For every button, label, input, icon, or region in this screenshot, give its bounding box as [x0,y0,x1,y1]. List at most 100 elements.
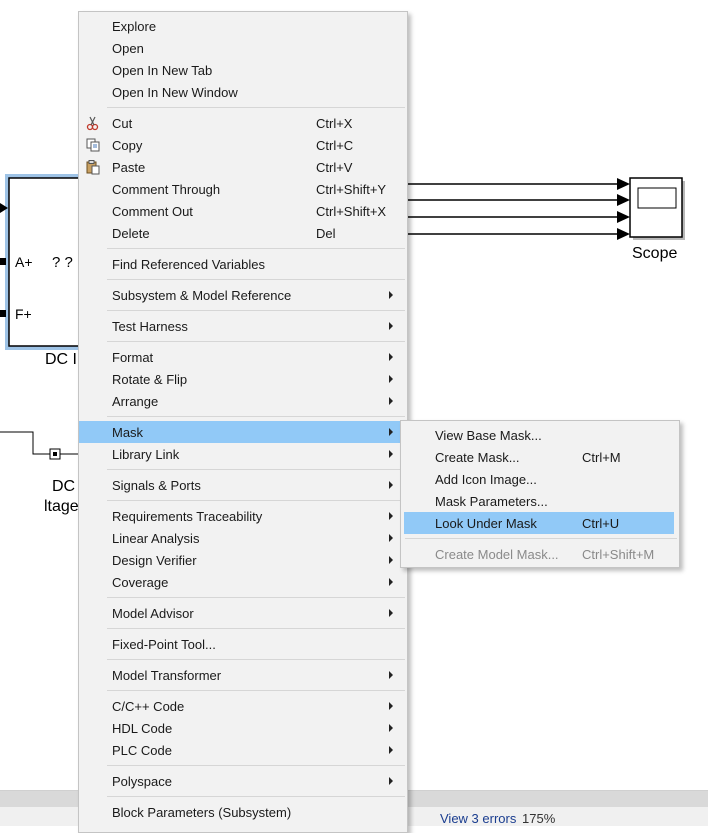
menu-item-label: Block Parameters (Subsystem) [112,805,292,820]
menu-item-paste[interactable]: Paste Ctrl+V [79,156,407,178]
menu-item-label: Subsystem & Model Reference [112,288,292,303]
menu-item-cut[interactable]: Cut Ctrl+X [79,112,407,134]
menu-item-c-cpp-code[interactable]: C/C++ Code [79,695,407,717]
chevron-right-icon [389,322,393,330]
chevron-right-icon [389,291,393,299]
chevron-right-icon [389,450,393,458]
menu-item-find-referenced-variables[interactable]: Find Referenced Variables [79,253,407,275]
submenu-item-mask-parameters[interactable]: Mask Parameters... [401,490,679,512]
menu-item-shortcut: Ctrl+M [582,450,621,465]
menu-item-label: HDL Code [112,721,173,736]
menu-item-design-verifier[interactable]: Design Verifier [79,549,407,571]
submenu-item-add-icon-image[interactable]: Add Icon Image... [401,468,679,490]
menu-item-subsystem-model-reference[interactable]: Subsystem & Model Reference [79,284,407,306]
menu-item-shortcut: Ctrl+Shift+Y [316,182,387,197]
menu-item-label: View Base Mask... [435,428,542,443]
menu-item-label: Create Model Mask... [435,547,559,562]
paste-icon [85,159,101,175]
port-marker-a [0,258,6,265]
menu-separator [107,248,405,249]
menu-item-fixed-point-tool[interactable]: Fixed-Point Tool... [79,633,407,655]
menu-item-label: Mask Parameters... [435,494,548,509]
chevron-right-icon [389,777,393,785]
menu-item-plc-code[interactable]: PLC Code [79,739,407,761]
menu-item-hdl-code[interactable]: HDL Code [79,717,407,739]
menu-item-label: Coverage [112,575,169,590]
menu-item-block-parameters[interactable]: Block Parameters (Subsystem) [79,801,407,823]
view-errors-link[interactable]: View 3 errors [440,811,517,826]
chevron-right-icon [389,353,393,361]
chevron-right-icon [389,702,393,710]
menu-item-coverage[interactable]: Coverage [79,571,407,593]
chevron-right-icon [389,609,393,617]
menu-item-label: Fixed-Point Tool... [112,637,216,652]
menu-item-label: Open In New Window [112,85,238,100]
menu-item-comment-through[interactable]: Comment Through Ctrl+Shift+Y [79,178,407,200]
menu-item-library-link[interactable]: Library Link [79,443,407,465]
chevron-right-icon [389,512,393,520]
menu-item-label: Create Mask... [435,450,520,465]
chevron-right-icon [389,724,393,732]
dc-source-wire [0,431,50,455]
menu-separator [107,107,405,108]
submenu-item-create-model-mask: Create Model Mask...Ctrl+Shift+M [401,543,679,565]
port-label-a: A+ [15,254,33,270]
menu-item-label: Copy [112,138,143,153]
menu-item-rotate-flip[interactable]: Rotate & Flip [79,368,407,390]
submenu-item-create-mask[interactable]: Create Mask... Ctrl+M [401,446,679,468]
subsystem-block[interactable] [8,177,86,347]
menu-item-arrange[interactable]: Arrange [79,390,407,412]
menu-item-label: Open In New Tab [112,63,213,78]
menu-item-shortcut: Del [316,226,336,241]
signal-arrow-2 [617,194,630,206]
menu-item-label: Comment Out [112,204,193,219]
submenu-item-view-base-mask[interactable]: View Base Mask... [401,424,679,446]
chevron-right-icon [389,481,393,489]
menu-item-copy[interactable]: Copy Ctrl+C [79,134,407,156]
menu-item-linear-analysis[interactable]: Linear Analysis [79,527,407,549]
menu-item-label: Library Link [112,447,180,462]
menu-item-signals-ports[interactable]: Signals & Ports [79,474,407,496]
menu-separator [107,690,405,691]
menu-item-open-in-new-window[interactable]: Open In New Window [79,81,407,103]
menu-separator [107,279,405,280]
subsystem-block-label: DC I [45,351,77,368]
input-arrow [0,203,8,213]
menu-item-open[interactable]: Open [79,37,407,59]
menu-item-label: Delete [112,226,150,241]
menu-item-label: Requirements Traceability [112,509,263,524]
dc-source-port-dot [53,452,57,456]
dc-source-label: DC [52,478,76,495]
chevron-right-icon [389,746,393,754]
menu-item-comment-out[interactable]: Comment Out Ctrl+Shift+X [79,200,407,222]
scope-screen [637,187,677,209]
menu-separator [107,659,405,660]
menu-separator [107,341,405,342]
menu-item-label: Model Transformer [112,668,222,683]
menu-item-polyspace[interactable]: Polyspace [79,770,407,792]
menu-separator [405,538,677,539]
menu-item-label: Explore [112,19,157,34]
chevron-right-icon [389,671,393,679]
menu-item-format[interactable]: Format [79,346,407,368]
menu-item-label: Find Referenced Variables [112,257,265,272]
menu-item-delete[interactable]: Delete Del [79,222,407,244]
menu-item-label: Mask [112,425,144,440]
menu-item-model-transformer[interactable]: Model Transformer [79,664,407,686]
menu-item-shortcut: Ctrl+U [582,516,620,531]
menu-separator [107,597,405,598]
menu-item-requirements-traceability[interactable]: Requirements Traceability [79,505,407,527]
chevron-right-icon [389,375,393,383]
chevron-right-icon [389,534,393,542]
menu-item-test-harness[interactable]: Test Harness [79,315,407,337]
menu-item-open-in-new-tab[interactable]: Open In New Tab [79,59,407,81]
menu-separator [107,765,405,766]
scissors-icon [85,115,101,131]
menu-item-shortcut: Ctrl+V [316,160,353,175]
menu-item-label: Comment Through [112,182,221,197]
menu-item-mask[interactable]: Mask [79,421,407,443]
menu-item-explore[interactable]: Explore [79,15,407,37]
menu-item-model-advisor[interactable]: Model Advisor [79,602,407,624]
